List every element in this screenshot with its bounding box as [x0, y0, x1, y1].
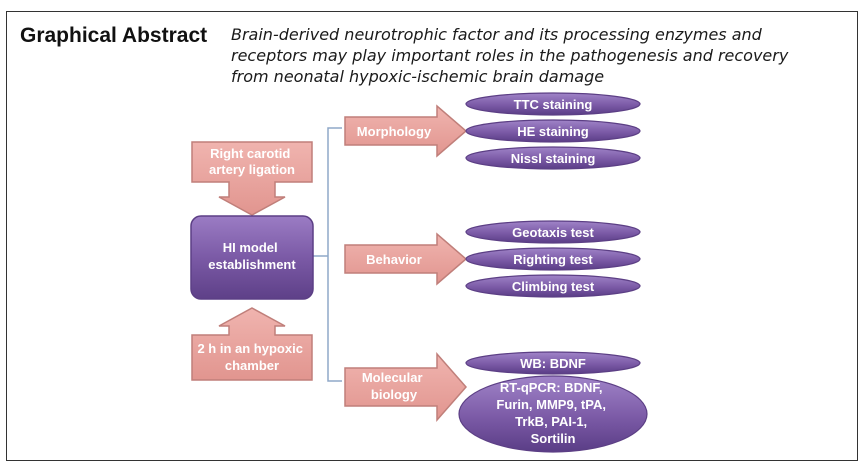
morphology-arrow: Morphology [344, 104, 468, 158]
molecular-label: Molecular biology [362, 370, 426, 402]
assay-pill: Geotaxis test [465, 220, 641, 244]
ligation-label: Right carotid artery ligation [209, 146, 295, 177]
ligation-arrow: Right carotid artery ligation [191, 141, 313, 216]
hi-model-box: HI model establishment [190, 215, 314, 300]
assay-label: Righting test [513, 252, 593, 267]
assay-label: Nissl staining [511, 151, 596, 166]
hi-model-label: HI model establishment [208, 240, 296, 272]
assay-pill: WB: BDNF [465, 351, 641, 375]
subtitle-line: from neonatal hypoxic-ischemic brain dam… [231, 67, 605, 86]
assay-label: WB: BDNF [520, 356, 586, 371]
assay-label: Geotaxis test [512, 225, 594, 240]
behavior-label: Behavior [366, 252, 422, 267]
assay-pill: Righting test [465, 247, 641, 271]
behavior-arrow: Behavior [344, 232, 468, 286]
hypoxic-arrow: 2 h in an hypoxic chamber [191, 307, 313, 381]
assay-label: Climbing test [512, 279, 595, 294]
morphology-label: Morphology [357, 124, 432, 139]
abstract-title: Graphical Abstract [20, 24, 208, 47]
assay-pill-large: RT-qPCR: BDNF, Furin, MMP9, tPA, TrkB, P… [458, 375, 648, 453]
assay-pill: Climbing test [465, 274, 641, 298]
subtitle-line: receptors may play important roles in th… [231, 46, 789, 65]
assay-label: RT-qPCR: BDNF, Furin, MMP9, tPA, TrkB, P… [496, 380, 609, 446]
left-bracket [327, 127, 342, 382]
assay-pill: HE staining [465, 119, 641, 143]
assay-label: HE staining [517, 124, 589, 139]
assay-label: TTC staining [514, 97, 593, 112]
molecular-arrow: Molecular biology [344, 352, 467, 422]
subtitle-line: Brain-derived neurotrophic factor and it… [231, 25, 762, 44]
assay-pill: Nissl staining [465, 146, 641, 170]
abstract-subtitle: Brain-derived neurotrophic factor and it… [231, 24, 841, 87]
assay-pill: TTC staining [465, 92, 641, 116]
hypoxic-label: 2 h in an hypoxic chamber [197, 341, 306, 373]
